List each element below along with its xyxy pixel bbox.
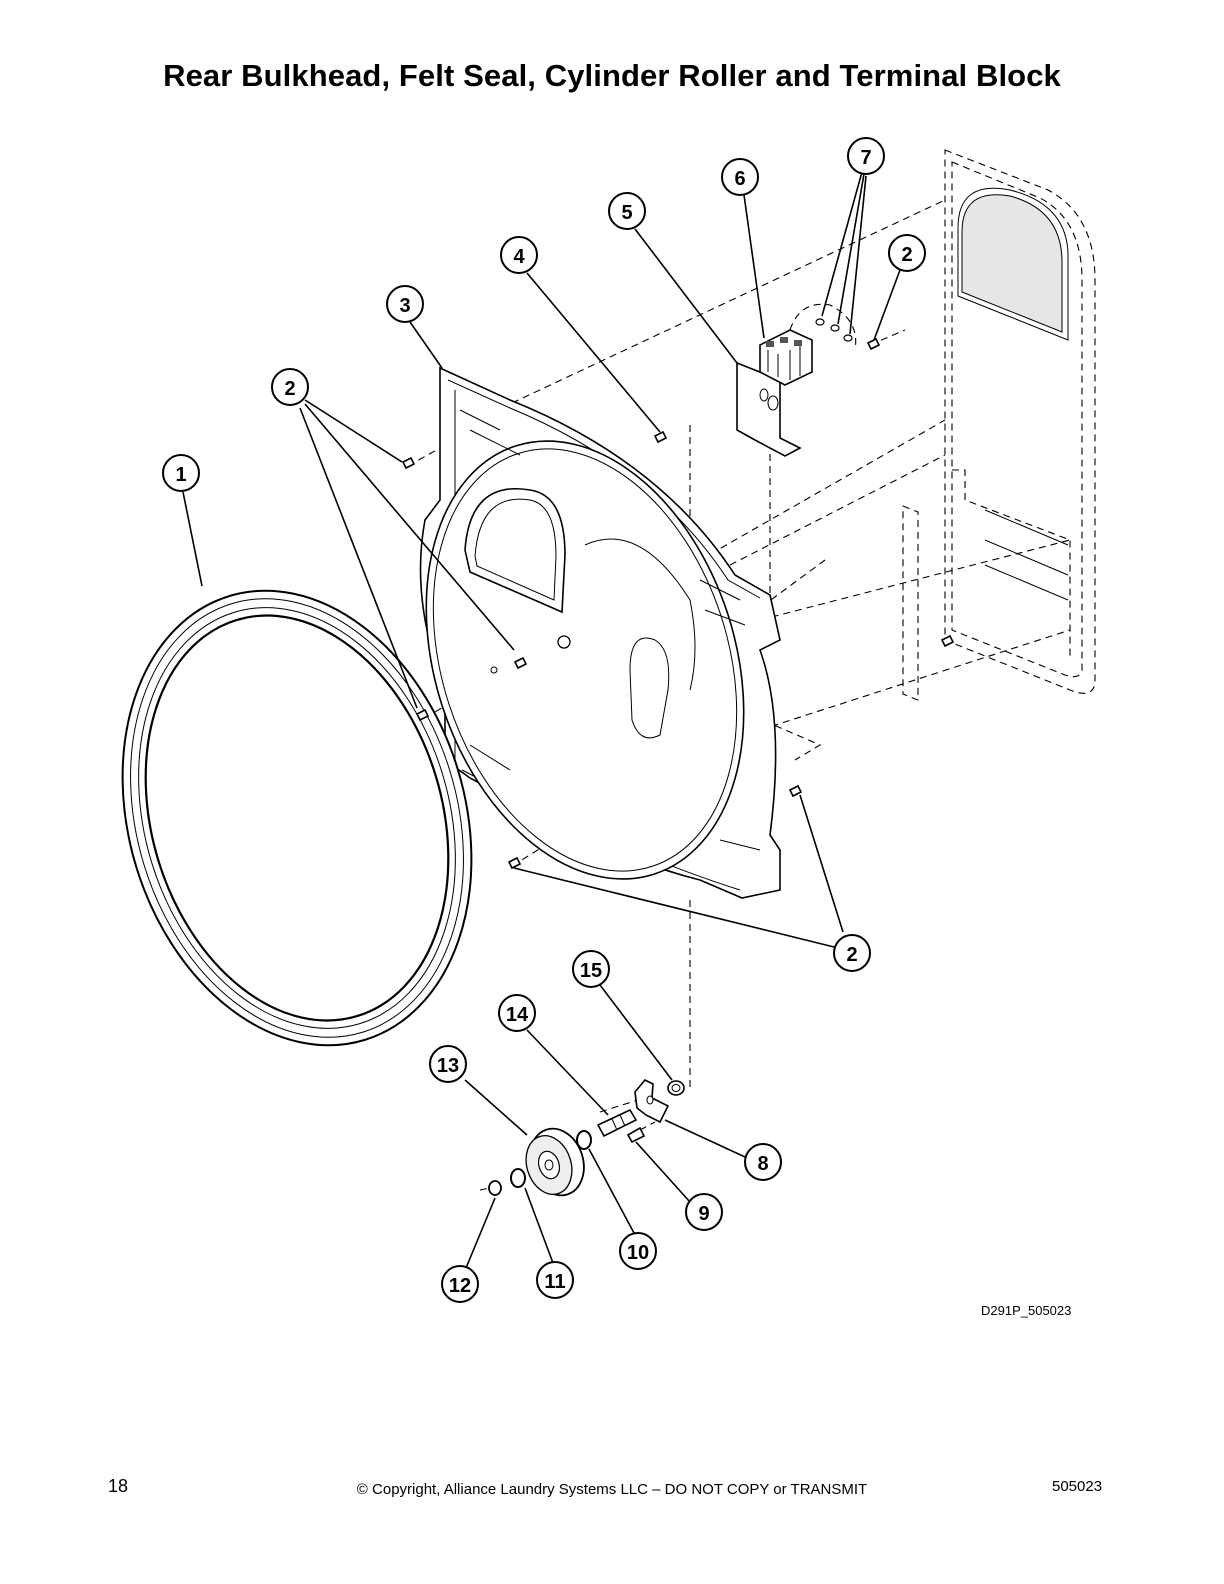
callout-2-left-label: 2 <box>284 378 295 400</box>
callout-2-top-right-label: 2 <box>901 244 912 266</box>
callout-10-label: 10 <box>627 1242 649 1264</box>
terminal-bracket <box>736 361 802 457</box>
callout-12-label: 12 <box>449 1275 471 1297</box>
rear-bulkhead <box>419 366 781 899</box>
callout-12: 12 <box>441 1265 479 1303</box>
callout-6: 6 <box>721 158 759 196</box>
callout-3-label: 3 <box>399 295 410 317</box>
callout-2-top-right: 2 <box>888 234 926 272</box>
callout-15-label: 15 <box>580 960 602 982</box>
callout-3: 3 <box>386 285 424 323</box>
callout-4-label: 4 <box>513 246 525 268</box>
callout-13-label: 13 <box>437 1055 459 1077</box>
callout-13: 13 <box>429 1045 467 1083</box>
callout-14-label: 14 <box>506 1004 529 1026</box>
callout-11-label: 11 <box>544 1271 565 1293</box>
callout-8-label: 8 <box>757 1153 768 1175</box>
terminal-screws <box>789 303 857 351</box>
copyright-notice: © Copyright, Alliance Laundry Systems LL… <box>356 1481 868 1498</box>
washers <box>488 1130 592 1196</box>
roller-bracket <box>634 1079 685 1124</box>
callout-9: 9 <box>685 1193 723 1231</box>
callout-5-label: 5 <box>621 202 632 224</box>
felt-seal <box>121 589 473 1047</box>
callout-14: 14 <box>498 994 536 1032</box>
document-number: 505023 <box>1052 1478 1103 1495</box>
callout-2-left: 2 <box>271 368 309 406</box>
callout-2-bottom-label: 2 <box>846 944 857 966</box>
terminal-block <box>759 329 813 386</box>
page-title: Rear Bulkhead, Felt Seal, Cylinder Rolle… <box>163 58 1061 93</box>
callout-6-label: 6 <box>734 168 745 190</box>
callouts: 1 2 2 2 3 4 5 6 7 8 9 10 11 12 13 14 15 <box>162 137 926 1303</box>
callout-4: 4 <box>500 236 538 274</box>
vent-grille <box>961 194 1063 333</box>
screws <box>401 337 955 870</box>
callout-9-label: 9 <box>698 1203 709 1225</box>
callout-1: 1 <box>162 454 200 492</box>
callout-10: 10 <box>619 1232 657 1270</box>
callout-2-bottom: 2 <box>833 934 871 972</box>
callout-1-label: 1 <box>175 464 186 486</box>
roller-shaft <box>596 1108 646 1144</box>
cabinet-rear-panel <box>902 149 1096 701</box>
drawing-code: D291P_505023 <box>981 1303 1072 1318</box>
callout-15: 15 <box>572 950 610 988</box>
callout-11: 11 <box>536 1261 574 1299</box>
page-number: 18 <box>108 1476 129 1496</box>
leader-lines <box>182 171 901 1269</box>
callout-7: 7 <box>847 137 885 175</box>
callout-8: 8 <box>744 1143 782 1181</box>
callout-5: 5 <box>608 192 646 230</box>
callout-7-label: 7 <box>860 147 871 169</box>
cylinder-roller <box>525 1127 585 1197</box>
